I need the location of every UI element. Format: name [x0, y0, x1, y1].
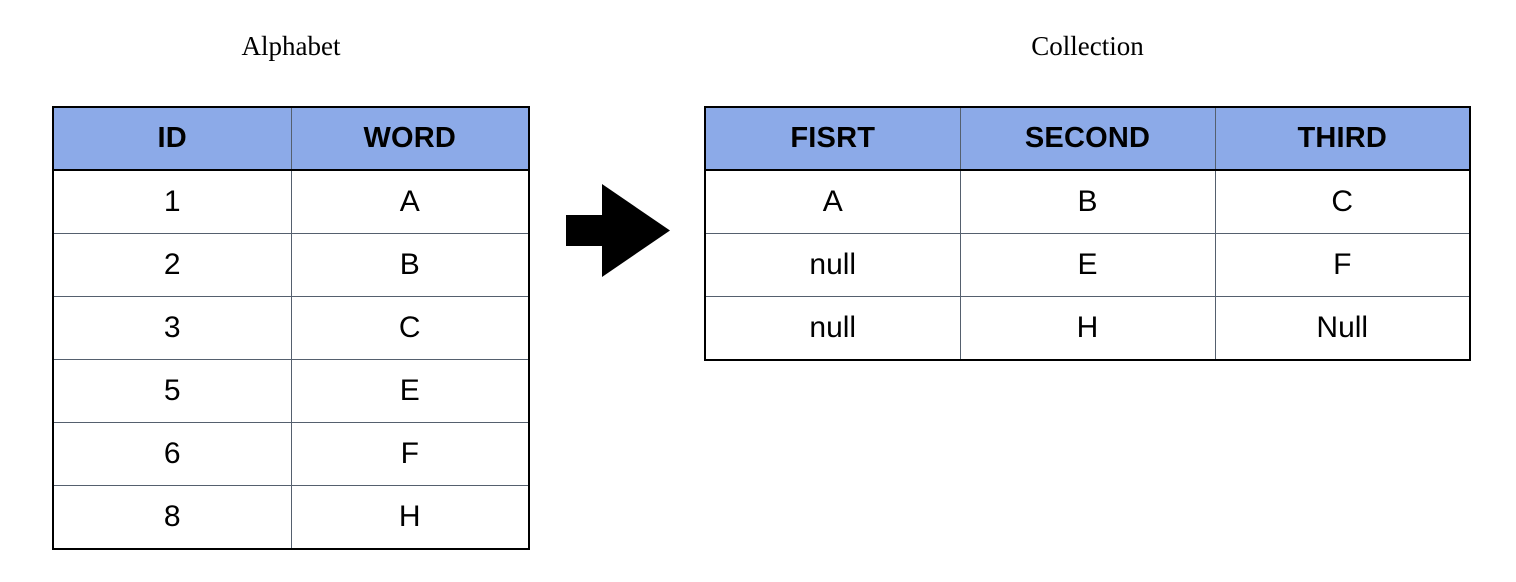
cell-word: E — [291, 359, 529, 423]
cell-word: A — [291, 170, 529, 234]
cell-word: C — [291, 296, 529, 360]
cell-id: 1 — [53, 170, 292, 234]
table-row: null H Null — [705, 296, 1470, 360]
cell-first: null — [705, 233, 961, 297]
table-row: 3 C — [53, 296, 529, 360]
table-row: 8 H — [53, 485, 529, 549]
column-header-second: SECOND — [960, 107, 1216, 171]
source-table: ID WORD 1 A 2 B 3 C 5 E 6 F — [52, 106, 530, 550]
cell-first: A — [705, 170, 961, 234]
column-header-id: ID — [53, 107, 292, 171]
right-arrow-icon — [566, 184, 670, 277]
cell-word: H — [291, 485, 529, 549]
table-header-row: FISRT SECOND THIRD — [705, 107, 1470, 171]
source-table-title: Alphabet — [241, 31, 341, 61]
result-table-title: Collection — [1031, 31, 1144, 61]
cell-third: F — [1215, 233, 1470, 297]
cell-third: Null — [1215, 296, 1470, 360]
cell-third: C — [1215, 170, 1470, 234]
cell-second: E — [960, 233, 1216, 297]
cell-word: B — [291, 233, 529, 297]
table-row: A B C — [705, 170, 1470, 234]
cell-id: 3 — [53, 296, 292, 360]
cell-word: F — [291, 422, 529, 486]
cell-second: H — [960, 296, 1216, 360]
table-row: 5 E — [53, 359, 529, 423]
cell-id: 6 — [53, 422, 292, 486]
column-header-fisrt: FISRT — [705, 107, 961, 171]
table-row: 2 B — [53, 233, 529, 297]
table-row: 1 A — [53, 170, 529, 234]
table-row: 6 F — [53, 422, 529, 486]
cell-id: 5 — [53, 359, 292, 423]
column-header-word: WORD — [291, 107, 529, 171]
cell-second: B — [960, 170, 1216, 234]
table-row: null E F — [705, 233, 1470, 297]
cell-first: null — [705, 296, 961, 360]
table-header-row: ID WORD — [53, 107, 529, 171]
cell-id: 2 — [53, 233, 292, 297]
column-header-third: THIRD — [1215, 107, 1470, 171]
cell-id: 8 — [53, 485, 292, 549]
result-table: FISRT SECOND THIRD A B C null E F null H… — [704, 106, 1471, 361]
